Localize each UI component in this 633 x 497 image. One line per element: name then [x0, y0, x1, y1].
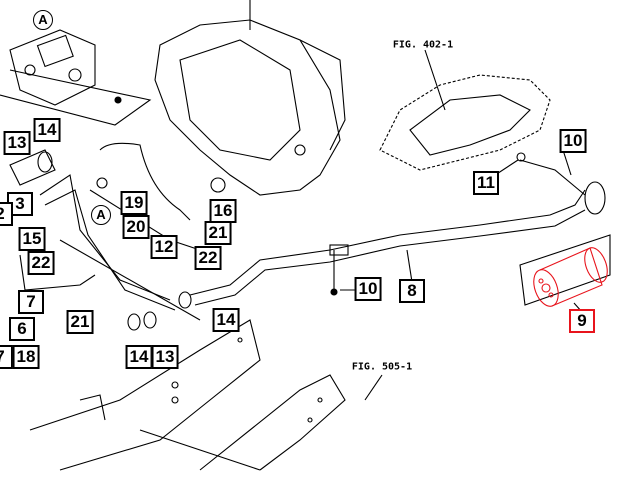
callout-21[interactable]: 21	[204, 221, 232, 245]
callout-13[interactable]: 13	[3, 131, 31, 155]
callout-12[interactable]: 12	[150, 235, 178, 259]
callout-14[interactable]: 14	[212, 308, 240, 332]
callout-20[interactable]: 20	[122, 215, 150, 239]
callout-2[interactable]: 2	[0, 202, 13, 226]
callout-10[interactable]: 10	[354, 277, 382, 301]
frame	[29, 319, 346, 471]
leader-505	[364, 374, 383, 401]
callout-16[interactable]: 16	[209, 199, 237, 223]
callout-9-highlighted[interactable]: 9	[569, 309, 595, 333]
callout-13[interactable]: 13	[151, 345, 179, 369]
callout-21[interactable]: 21	[66, 310, 94, 334]
oil-pipe	[189, 149, 606, 306]
oil-filter	[519, 234, 611, 313]
callout-7[interactable]: 7	[18, 290, 44, 314]
hoses	[9, 142, 216, 331]
callout-10[interactable]: 10	[559, 129, 587, 153]
callout-11[interactable]: 11	[473, 171, 499, 195]
callout-6[interactable]: 6	[9, 317, 35, 341]
callout-19[interactable]: 19	[120, 191, 148, 215]
callout-22[interactable]: 22	[27, 251, 55, 275]
callout-14[interactable]: 14	[33, 118, 61, 142]
valve-block	[0, 29, 152, 126]
callout-18[interactable]: 18	[12, 345, 40, 369]
callout-7[interactable]: 7	[0, 345, 13, 369]
engine-block	[379, 49, 551, 171]
figure-ref-505-1[interactable]: FIG. 505-1	[351, 361, 413, 373]
callout-15[interactable]: 15	[18, 227, 46, 251]
callout-14[interactable]: 14	[125, 345, 153, 369]
figure-ref-402-1[interactable]: FIG. 402-1	[392, 39, 454, 51]
callout-22[interactable]: 22	[194, 246, 222, 270]
callout-8[interactable]: 8	[399, 279, 425, 303]
connection-marker-a: A	[33, 10, 53, 30]
bell-housing	[154, 0, 346, 196]
connection-marker-a: A	[91, 205, 111, 225]
